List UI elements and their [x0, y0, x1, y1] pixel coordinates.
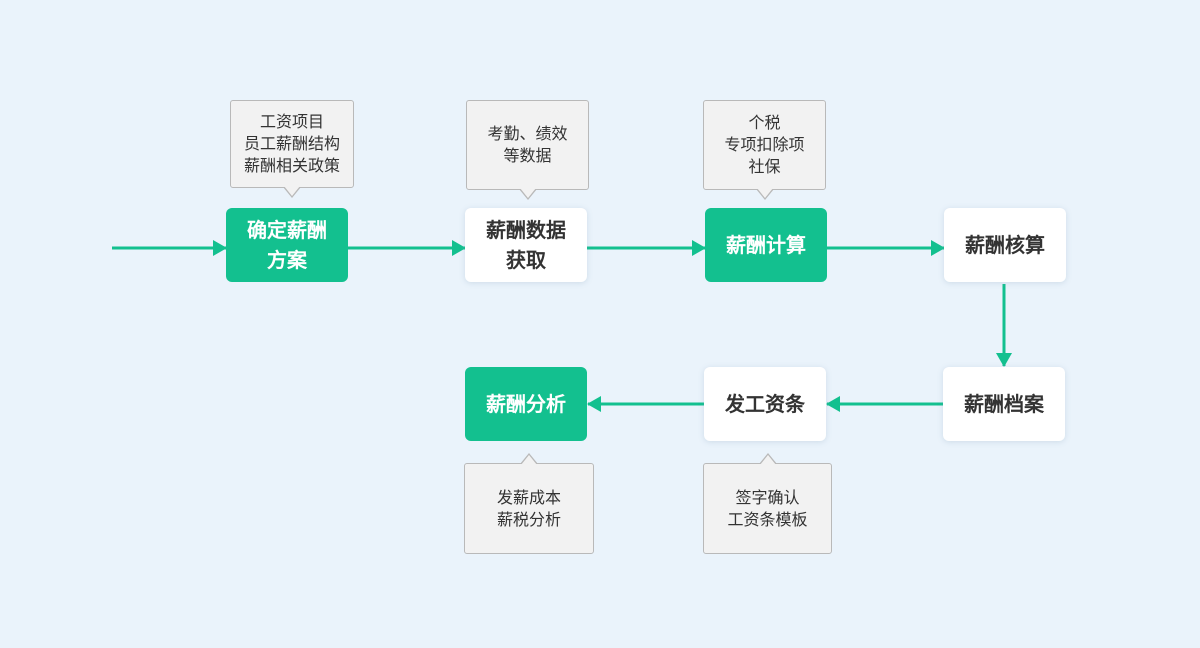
node-check: 薪酬核算 [944, 208, 1066, 282]
node-payslip: 发工资条 [704, 367, 826, 441]
note-define-plan: 工资项目 员工薪酬结构 薪酬相关政策 [230, 100, 354, 188]
node-data-collect: 薪酬数据 获取 [465, 208, 587, 282]
node-archive: 薪酬档案 [943, 367, 1065, 441]
node-analysis: 薪酬分析 [465, 367, 587, 441]
node-define-plan: 确定薪酬 方案 [226, 208, 348, 282]
note-analysis: 发薪成本 薪税分析 [464, 463, 594, 554]
note-data-collect: 考勤、绩效 等数据 [466, 100, 589, 190]
note-calculate: 个税 专项扣除项 社保 [703, 100, 826, 190]
note-payslip: 签字确认 工资条模板 [703, 463, 832, 554]
node-calculate: 薪酬计算 [705, 208, 827, 282]
